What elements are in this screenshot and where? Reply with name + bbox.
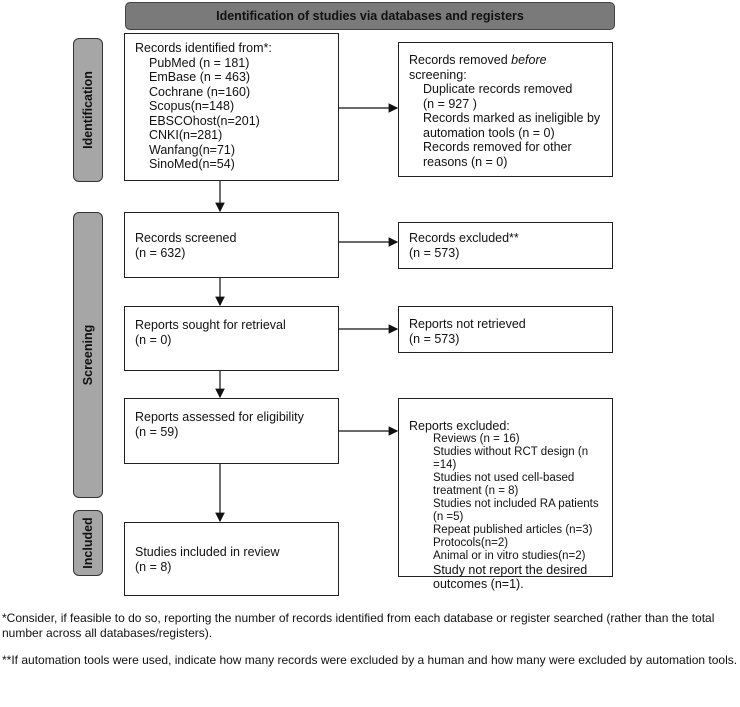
source-item: Cochrane (n=160) [149,84,251,99]
source-item: Scopus(n=148) [149,99,235,113]
phase-identification: Identification [73,38,103,182]
footnote-2: **If automation tools were used, indicat… [2,653,738,667]
excluded-item: Animal or in vitro studies(n=2) [433,550,586,562]
phase-included: Included [73,510,103,576]
phase-screening: Screening [73,212,103,498]
records-identified-box: Records identified from*: PubMed (n = 18… [124,33,339,181]
phase-label: Identification [80,71,95,149]
source-item: CNKI(n=281) [149,128,223,142]
excluded-item: Study not report the desired outcomes (n… [433,563,588,591]
source-item: Wanfang(n=71) [149,142,236,157]
box-count: (n = 573) [409,245,460,260]
box-count: (n = 632) [135,245,186,260]
box-label: Studies included in review [135,545,280,559]
box-title: Records identified from*: [135,41,272,55]
phase-label: Screening [80,324,95,386]
excluded-item: Repeat published articles (n=3) [433,524,593,536]
excluded-item: Studies not included RA patients (n =5) [433,498,599,523]
box-count: (n = 8) [135,559,172,574]
box-label: Records excluded** [409,231,519,245]
box-label: Reports assessed for eligibility [135,410,304,424]
source-item: EmBase (n = 463) [149,70,251,84]
removed-item: Records removed for other reasons (n = 0… [423,140,572,169]
records-excluded-box: Records excluded** (n = 573) [398,222,613,269]
removed-item: (n = 927 ) [423,96,477,111]
excluded-item: Studies without RCT design (n =14) [433,446,589,471]
box-count: (n = 59) [135,424,179,439]
excluded-item: Protocols(n=2) [433,537,509,549]
box-title: Reports excluded: [409,419,510,433]
box-count: (n = 573) [409,331,460,346]
reports-excluded-box: Reports excluded: Reviews (n = 16) Studi… [398,398,613,591]
reports-not-retrieved-box: Reports not retrieved (n = 573) [398,306,613,353]
title-part: Records removed [409,53,512,67]
reports-sought-box: Reports sought for retrieval (n = 0) [124,306,339,371]
phase-label: Included [80,517,95,569]
box-title: Records removed before [409,53,602,68]
box-count: (n = 0) [135,332,172,347]
removed-item: Records marked as ineligible by automati… [423,111,601,140]
excluded-item: Studies not used cell-based treatment (n… [433,472,575,497]
source-item: EBSCOhost(n=201) [149,113,260,128]
header-bar: Identification of studies via databases … [125,2,615,30]
source-item: PubMed (n = 181) [149,55,250,70]
footnote-1: *Consider, if feasible to do so, reporti… [2,611,715,640]
reports-assessed-box: Reports assessed for eligibility (n = 59… [124,398,339,464]
records-removed-box: Records removed before screening: Duplic… [398,42,613,177]
excluded-item: Reviews (n = 16) [433,433,520,445]
title-part: screening [409,67,464,82]
box-label: Reports sought for retrieval [135,318,286,332]
removed-item: Duplicate records removed [423,82,573,96]
records-screened-box: Records screened (n = 632) [124,212,339,278]
box-label: Records screened [135,231,237,245]
studies-included-box: Studies included in review (n = 8) [124,522,339,596]
source-item: SinoMed(n=54) [149,157,235,171]
box-label: Reports not retrieved [409,317,526,331]
title-emphasis: before [511,53,547,67]
